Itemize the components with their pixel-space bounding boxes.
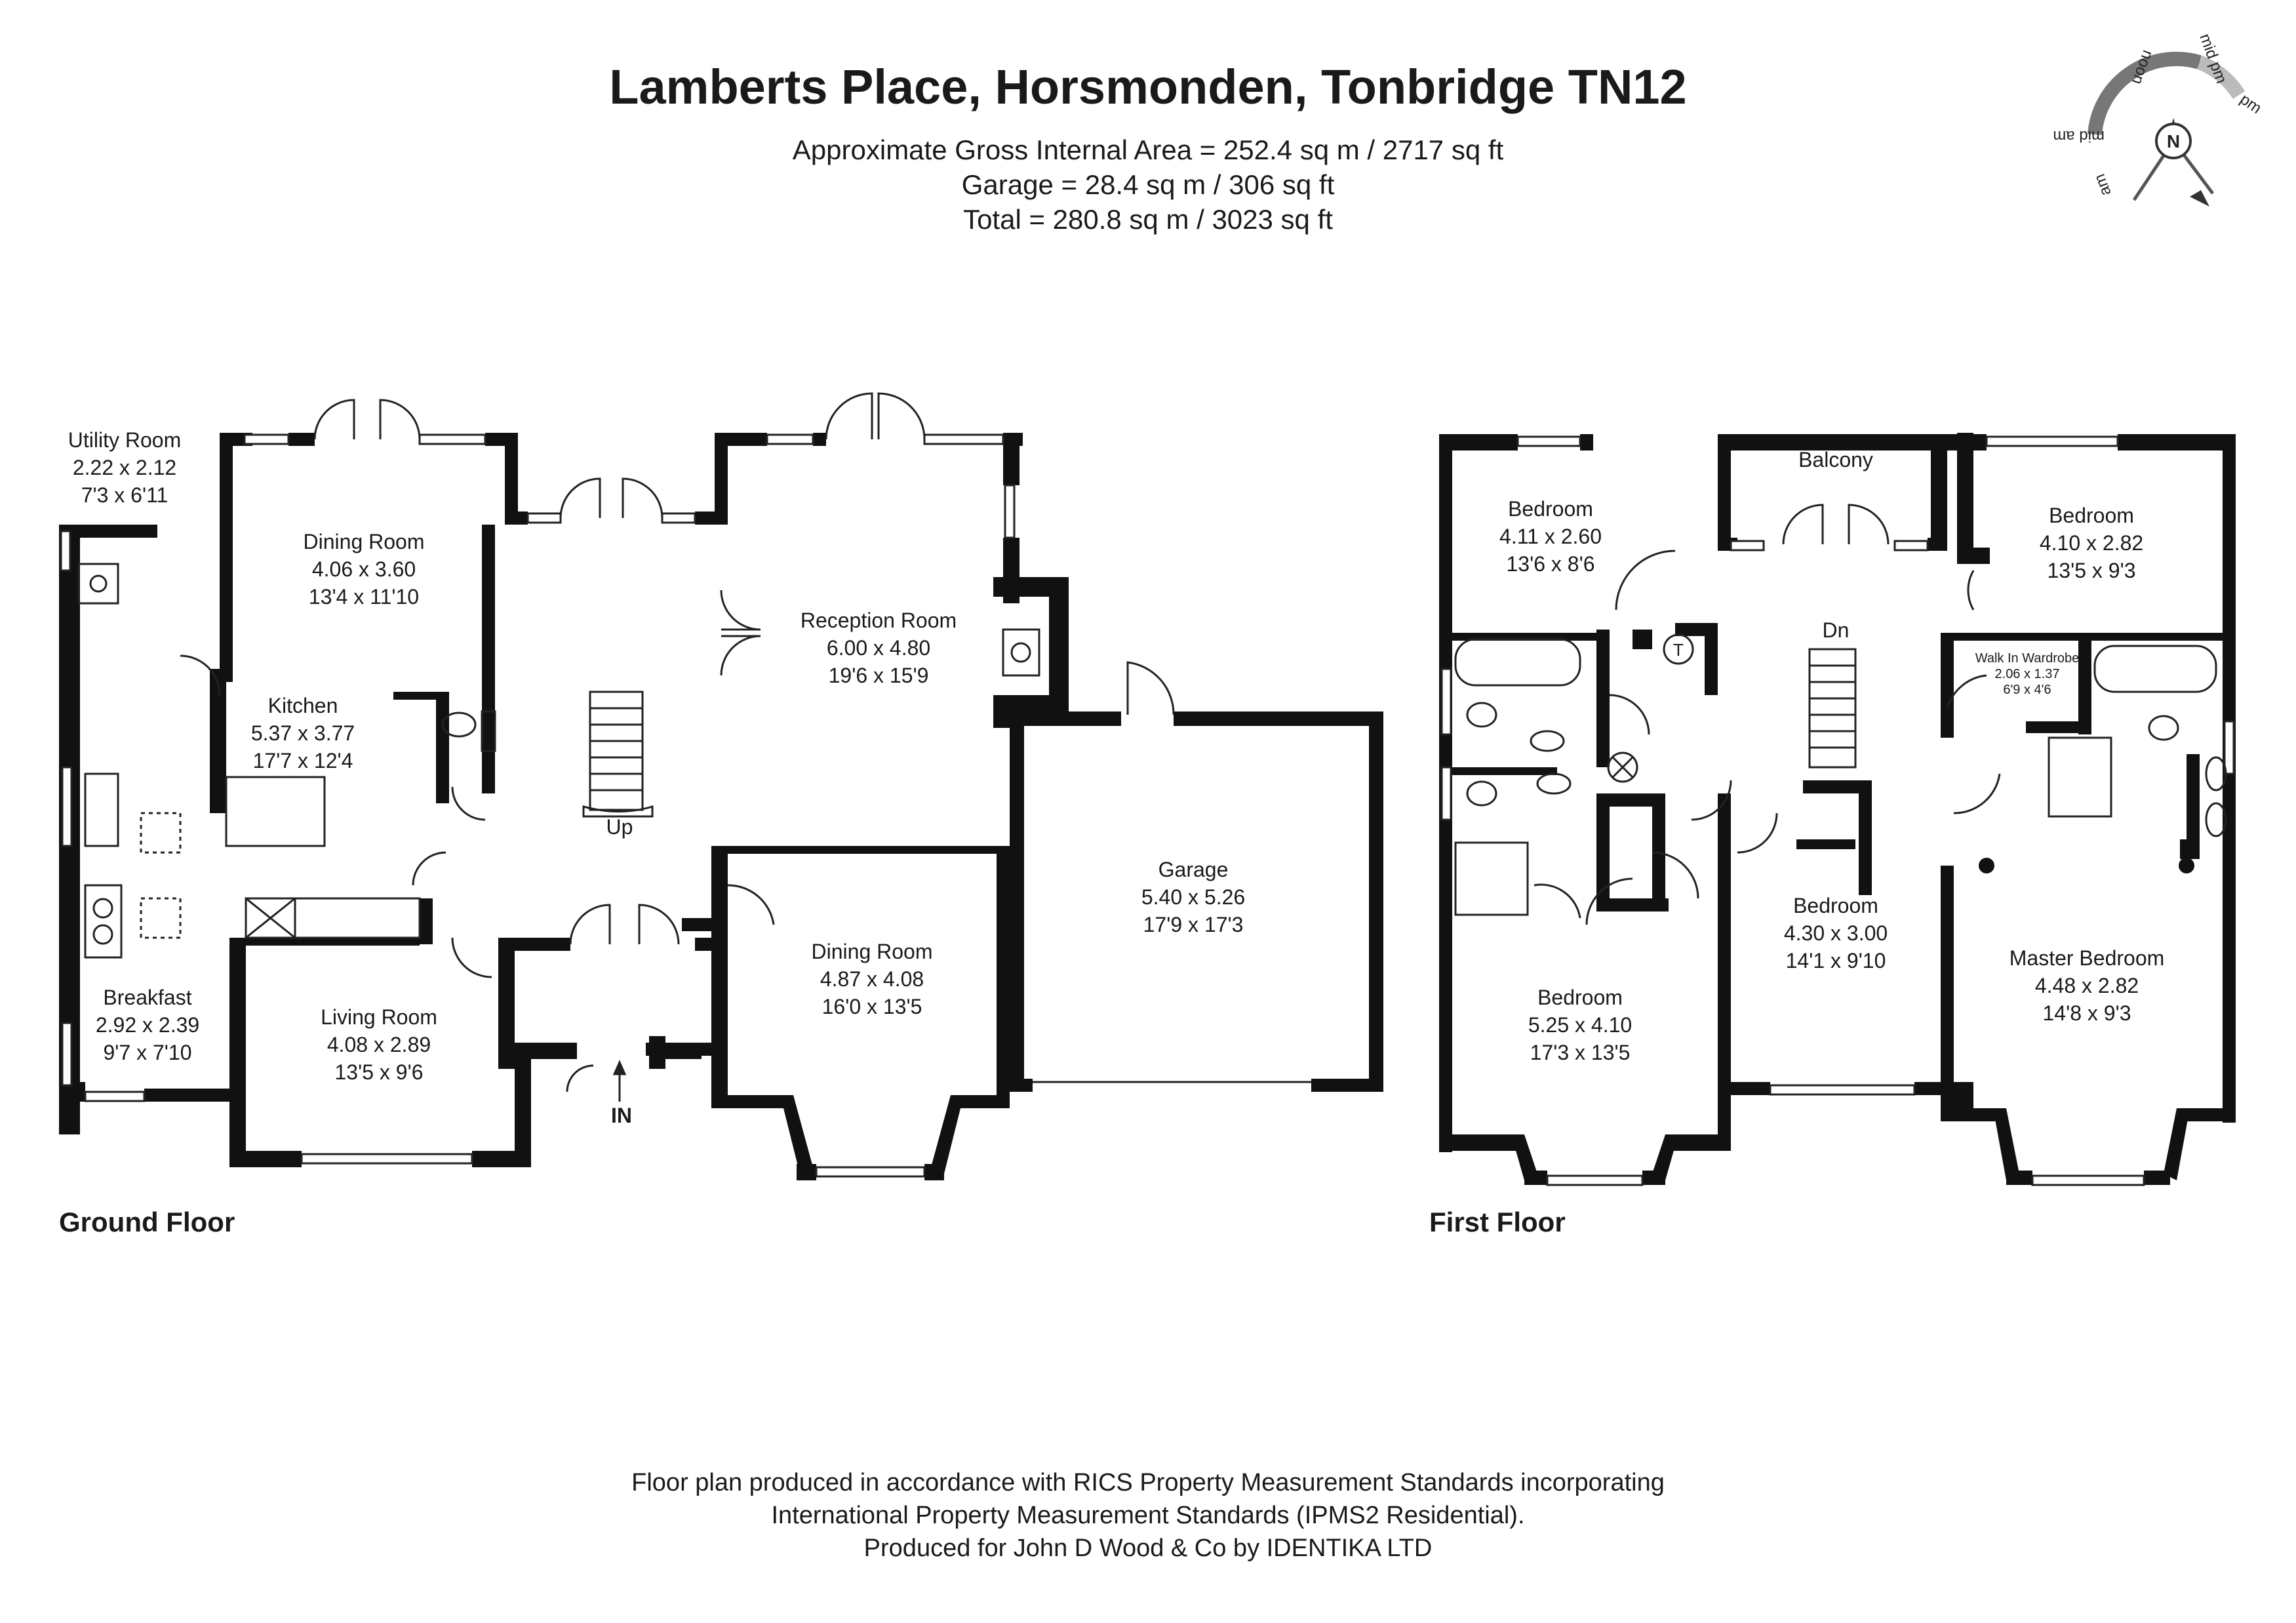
- dining-room-1-label: Dining Room 4.06 x 3.60 13'4 x 11'10: [303, 530, 425, 609]
- utility-room-label: Utility Room 2.22 x 2.12 7'3 x 6'11: [68, 428, 182, 507]
- gross-internal-area: Approximate Gross Internal Area = 252.4 …: [792, 134, 1504, 165]
- living-room-label: Living Room 4.08 x 2.89 13'5 x 9'6: [321, 1005, 437, 1084]
- tank-label: T: [1673, 640, 1684, 660]
- garage-label: Garage 5.40 x 5.26 17'9 x 17'3: [1141, 858, 1246, 936]
- bedroom-top-left-label: Bedroom 4.11 x 2.60 13'6 x 8'6: [1499, 497, 1602, 576]
- first-floor-label: First Floor: [1429, 1207, 1566, 1237]
- footer-line-2: International Property Measurement Stand…: [771, 1502, 1525, 1529]
- footer-line-1: Floor plan produced in accordance with R…: [631, 1469, 1665, 1496]
- walk-in-wardrobe-label: Walk In Wardrobe 2.06 x 1.37 6'9 x 4'6: [1975, 651, 2080, 697]
- bedroom-top-right-label: Bedroom 4.10 x 2.82 13'5 x 9'3: [2039, 504, 2144, 582]
- garage-area: Garage = 28.4 sq m / 306 sq ft: [961, 169, 1335, 200]
- stairs-up-label: Up: [606, 815, 633, 839]
- plan-title: Lamberts Place, Horsmonden, Tonbridge TN…: [609, 60, 1687, 114]
- dining-room-2-label: Dining Room 4.87 x 4.08 16'0 x 13'5: [811, 940, 933, 1018]
- entrance-label: IN: [611, 1104, 632, 1127]
- total-area: Total = 280.8 sq m / 3023 sq ft: [963, 204, 1333, 235]
- compass-north-label: N: [2167, 131, 2180, 151]
- compass-mid-am: mid am: [2053, 127, 2105, 145]
- master-bedroom-label: Master Bedroom 4.48 x 2.82 14'8 x 9'3: [2009, 946, 2165, 1025]
- reception-room-label: Reception Room 6.00 x 4.80 19'6 x 15'9: [800, 609, 957, 687]
- stairs-down-label: Dn: [1822, 618, 1850, 642]
- ground-floor-label: Ground Floor: [59, 1207, 235, 1237]
- bedroom-centre-label: Bedroom 4.30 x 3.00 14'1 x 9'10: [1783, 894, 1888, 972]
- kitchen-label: Kitchen 5.37 x 3.77 17'7 x 12'4: [250, 694, 355, 772]
- footer-line-3: Produced for John D Wood & Co by IDENTIK…: [863, 1534, 1433, 1562]
- breakfast-label: Breakfast 2.92 x 2.39 9'7 x 7'10: [95, 986, 200, 1064]
- balcony-label: Balcony: [1798, 448, 1873, 471]
- bedroom-bottom-left-label: Bedroom 5.25 x 4.10 17'3 x 13'5: [1528, 986, 1633, 1064]
